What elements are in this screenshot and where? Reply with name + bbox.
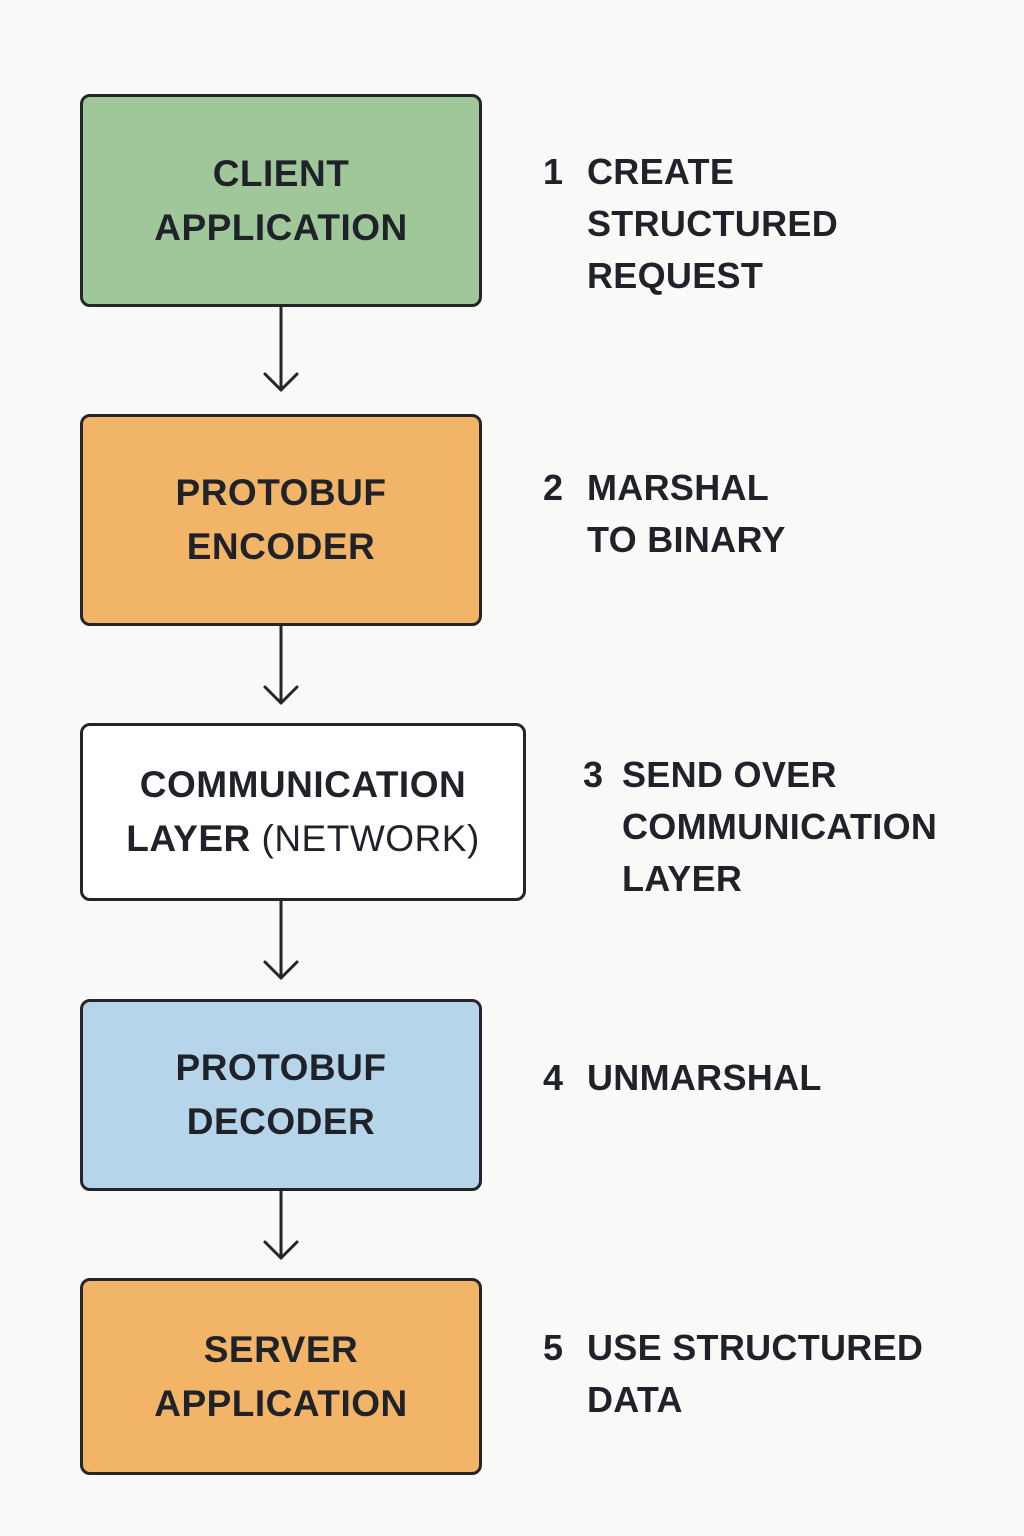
step-line: CREATE [587, 151, 735, 192]
box-label-line: ENCODER [186, 526, 376, 567]
box-label-line: COMMUNICATION [139, 764, 467, 805]
box-label-text: LAYER [126, 818, 251, 859]
step-number: 2 [543, 467, 564, 508]
step-description: CREATE STRUCTURED REQUEST [587, 146, 838, 302]
box-label-line: PROTOBUF [175, 1047, 387, 1088]
step-description: MARSHAL TO BINARY [587, 462, 786, 566]
step-line: MARSHAL [587, 467, 770, 508]
box-label-suffix: (NETWORK) [261, 818, 480, 859]
step-line: COMMUNICATION [622, 806, 938, 847]
box-label-line: APPLICATION [154, 206, 408, 248]
box-label-line-with-suffix: LAYER (NETWORK) [126, 812, 480, 866]
server-application-box: SERVER APPLICATION [80, 1278, 482, 1475]
arrow-network-to-decoder [263, 899, 299, 980]
step-line: REQUEST [587, 255, 764, 296]
arrow-encoder-to-network [263, 624, 299, 705]
box-label-line: PROTOBUF [175, 472, 387, 513]
box-label-line: SERVER [203, 1328, 359, 1370]
box-label-line: DECODER [186, 1101, 376, 1142]
step-line: TO BINARY [587, 519, 786, 560]
arrow-client-to-encoder [263, 305, 299, 392]
communication-layer-box: COMMUNICATION LAYER (NETWORK) [80, 723, 526, 901]
arrow-decoder-to-server [263, 1189, 299, 1260]
step-line: UNMARSHAL [587, 1057, 822, 1098]
step-number: 3 [583, 754, 604, 795]
step-line: STRUCTURED [587, 203, 838, 244]
step-line: LAYER [622, 858, 743, 899]
step-description: USE STRUCTURED DATA [587, 1322, 923, 1426]
step-line: SEND OVER [622, 754, 837, 795]
box-label-line: APPLICATION [154, 1382, 408, 1424]
step-line: USE STRUCTURED [587, 1327, 924, 1368]
step-number: 4 [543, 1057, 564, 1098]
step-description: UNMARSHAL [587, 1052, 822, 1104]
protobuf-decoder-box: PROTOBUF DECODER [80, 999, 482, 1191]
step-line: DATA [587, 1379, 683, 1420]
protobuf-encoder-box: PROTOBUF ENCODER [80, 414, 482, 626]
step-number: 1 [543, 151, 564, 192]
box-label-line: CLIENT [212, 152, 350, 194]
step-description: SEND OVER COMMUNICATION LAYER [622, 749, 937, 905]
step-number: 5 [543, 1327, 564, 1368]
client-application-box: CLIENT APPLICATION [80, 94, 482, 307]
